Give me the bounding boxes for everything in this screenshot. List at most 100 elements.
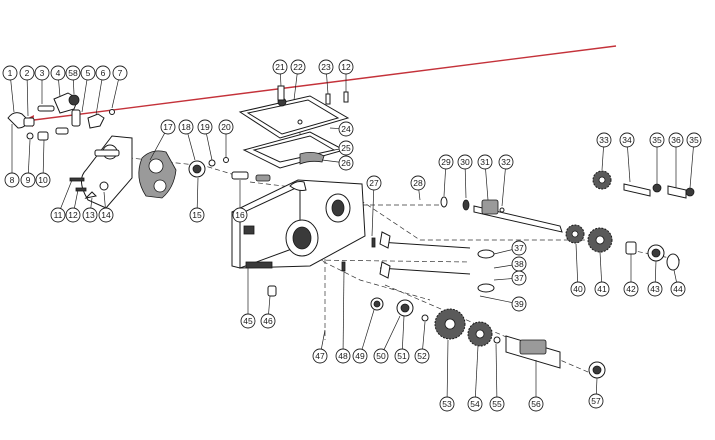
callout-2[interactable]: 2 [19, 65, 35, 117]
callout-41[interactable]: 41 [594, 251, 610, 297]
callout-leader [333, 148, 340, 151]
callout-58[interactable]: 58 [65, 65, 81, 95]
callout-18[interactable]: 18 [178, 119, 196, 161]
callout-56[interactable]: 56 [528, 360, 544, 412]
callout-14[interactable]: 14 [98, 191, 114, 223]
callout-leader [95, 79, 103, 116]
callout-47[interactable]: 47 [312, 329, 328, 364]
callout-11[interactable]: 11 [50, 179, 73, 223]
callout-26[interactable]: 26 [321, 155, 354, 171]
callout-42[interactable]: 42 [623, 254, 639, 297]
callout-20[interactable]: 20 [218, 119, 234, 157]
callout-leader [321, 159, 340, 163]
callout-number: 16 [235, 210, 245, 220]
callout-13[interactable]: 13 [82, 197, 98, 223]
callout-12[interactable]: 12 [65, 189, 81, 223]
callout-55[interactable]: 55 [489, 343, 505, 412]
callout-57[interactable]: 57 [588, 377, 604, 409]
callout-3[interactable]: 3 [34, 65, 50, 104]
callout-number: 51 [397, 351, 407, 361]
callout-33[interactable]: 33 [596, 132, 612, 171]
callout-number: 3 [40, 68, 45, 78]
callout-number: 44 [673, 284, 683, 294]
callout-25[interactable]: 25 [333, 140, 354, 156]
callout-31[interactable]: 31 [477, 154, 493, 201]
callout-number: 22 [293, 62, 303, 72]
callout-leader [493, 264, 513, 269]
callout-19[interactable]: 19 [197, 119, 213, 161]
callout-circle [50, 207, 66, 223]
callout-16[interactable]: 16 [232, 180, 248, 223]
callout-number: 30 [460, 157, 470, 167]
callout-46[interactable]: 46 [260, 295, 276, 329]
callout-44[interactable]: 44 [670, 269, 686, 297]
callout-53[interactable]: 53 [439, 339, 455, 412]
callout-28[interactable]: 28 [410, 175, 426, 201]
callout-leader [293, 73, 298, 101]
callout-17[interactable]: 17 [149, 119, 176, 161]
callout-number: 20 [221, 122, 231, 132]
callout-circle [95, 65, 111, 81]
callout-number: 56 [531, 399, 541, 409]
callout-circle [178, 119, 194, 135]
callout-number: 45 [243, 316, 253, 326]
callout-15[interactable]: 15 [189, 177, 205, 223]
callout-38[interactable]: 38 [493, 256, 527, 272]
callout-circle [34, 65, 50, 81]
callout-39[interactable]: 39 [479, 295, 527, 312]
callout-number: 4 [56, 68, 61, 78]
callout-35[interactable]: 35 [649, 132, 665, 184]
callout-32[interactable]: 32 [498, 154, 514, 207]
callout-21[interactable]: 21 [272, 59, 288, 87]
callout-number: 40 [573, 284, 583, 294]
callout-30[interactable]: 30 [457, 154, 473, 199]
callout-circle [312, 348, 328, 364]
callout-45[interactable]: 45 [240, 268, 256, 329]
callout-49[interactable]: 49 [352, 309, 375, 364]
callout-22[interactable]: 22 [290, 59, 306, 101]
callout-5[interactable]: 5 [80, 65, 96, 113]
callout-circle [649, 132, 665, 148]
callout-54[interactable]: 54 [467, 345, 483, 412]
callout-52[interactable]: 52 [414, 321, 430, 364]
callout-number: 2 [25, 68, 30, 78]
callout-37b[interactable]: 37 [493, 270, 527, 286]
callout-circle [65, 207, 81, 223]
callout-37[interactable]: 37 [493, 240, 527, 256]
callout-circle [438, 154, 454, 170]
callout-43[interactable]: 43 [647, 260, 663, 297]
callout-circle [619, 132, 635, 148]
callout-number: 55 [492, 399, 502, 409]
callout-1[interactable]: 1 [2, 65, 18, 113]
callout-50[interactable]: 50 [373, 315, 401, 364]
callout-29[interactable]: 29 [438, 154, 454, 197]
callout-23[interactable]: 23 [318, 59, 334, 95]
callout-circle [338, 155, 354, 171]
callout-leader [673, 269, 677, 283]
callout-48[interactable]: 48 [335, 269, 351, 364]
callout-4[interactable]: 4 [50, 65, 66, 98]
callout-circle [439, 396, 455, 412]
callout-circle [528, 396, 544, 412]
callout-27[interactable]: 27 [366, 175, 382, 237]
callout-9[interactable]: 9 [20, 139, 36, 188]
callout-6[interactable]: 6 [95, 65, 111, 116]
callout-34[interactable]: 34 [619, 132, 635, 183]
callout-number: 31 [480, 157, 490, 167]
callout-circle [338, 140, 354, 156]
callout-number: 11 [54, 210, 63, 220]
callout-35b[interactable]: 35 [686, 132, 702, 189]
callout-10[interactable]: 10 [35, 139, 51, 188]
callout-51[interactable]: 51 [394, 315, 410, 364]
callout-40[interactable]: 40 [570, 243, 586, 297]
callout-36[interactable]: 36 [668, 132, 684, 188]
callout-leader [418, 189, 421, 201]
callout-12b[interactable]: 12 [338, 59, 354, 92]
callout-number: 5 [86, 68, 91, 78]
callout-24[interactable]: 24 [329, 121, 354, 137]
callout-8[interactable]: 8 [4, 124, 20, 188]
callout-7[interactable]: 7 [111, 65, 128, 109]
callout-circle [414, 348, 430, 364]
